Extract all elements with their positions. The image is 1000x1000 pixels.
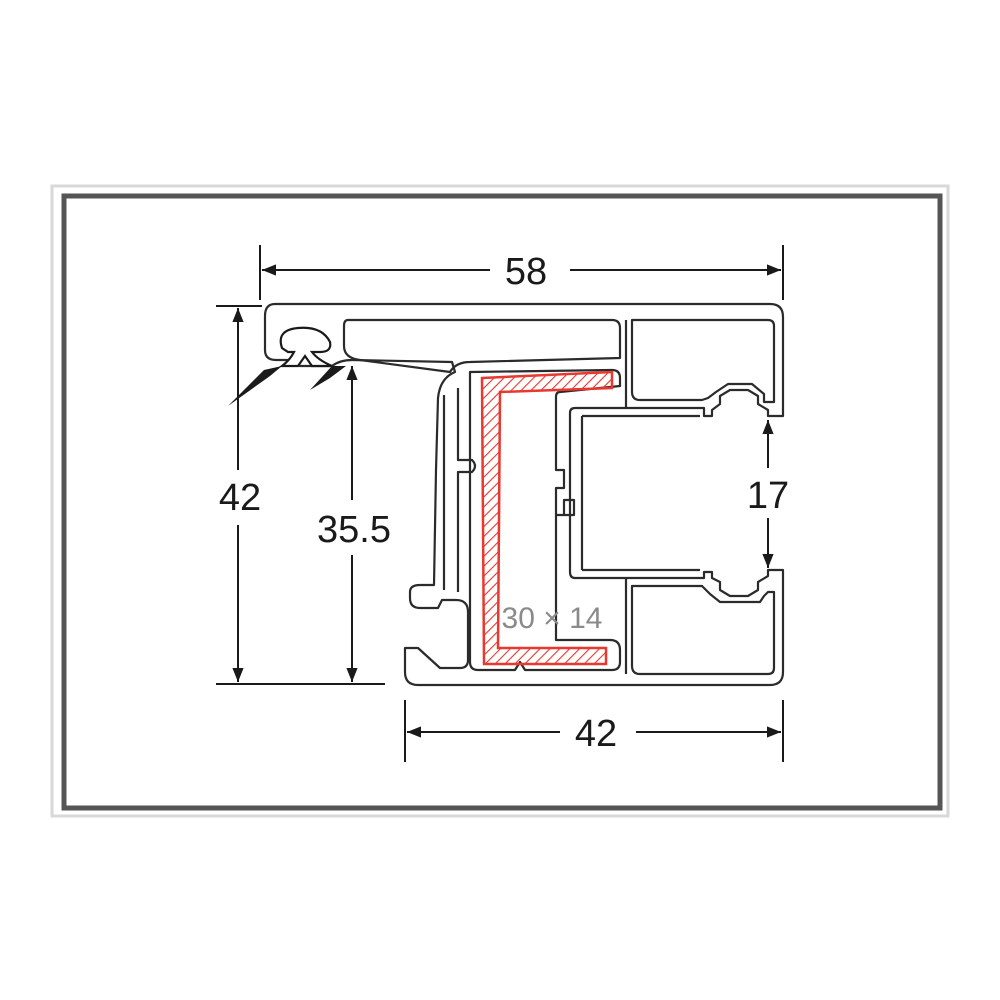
profile-right-top-chamber	[630, 318, 776, 404]
profile-outer-contour	[263, 302, 785, 687]
gasket-lip-right	[310, 366, 346, 390]
dim-groove-label: 17	[747, 475, 789, 517]
pvc-profile	[263, 302, 785, 687]
gasket	[228, 326, 346, 406]
steel-reinforcement	[480, 370, 614, 666]
profile-right-bottom-chamber	[630, 584, 776, 676]
profile-top-chamber	[342, 318, 622, 374]
profile-central-rib	[442, 388, 477, 592]
dim-glass-height-label: 35.5	[317, 509, 391, 551]
gasket-lip-left	[228, 366, 282, 406]
dim-overall-height-label: 42	[219, 477, 261, 519]
dim-overall-width-label: 58	[505, 251, 547, 293]
extension-lines	[216, 245, 784, 762]
dim-frame-width-label: 42	[575, 713, 617, 755]
dimension-arrows	[232, 264, 781, 738]
reinforcement-size-label: 30 × 14	[502, 602, 603, 635]
gasket-seal	[278, 326, 333, 368]
profile-glazing-chamber	[468, 368, 622, 672]
